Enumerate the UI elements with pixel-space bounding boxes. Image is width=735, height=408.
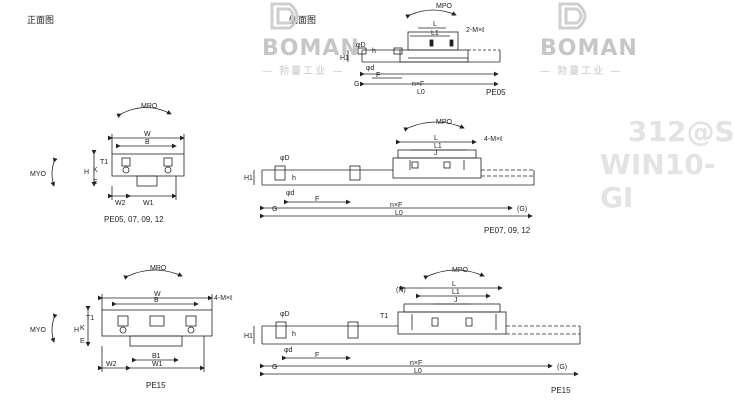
drawing-canvas: MPO 2-M×ℓ L L1 φD h H1 φd F G n×F L0 PE0…: [30, 2, 587, 395]
pe07-d-big-label: φD: [280, 155, 290, 162]
boman-logo-icon: [558, 2, 587, 30]
pe07-j-label: J: [434, 150, 438, 157]
front2-myo-label: MYO: [30, 327, 47, 334]
front2-w2-label: W2: [106, 361, 117, 368]
pe15-n-paren-label: (N): [396, 287, 406, 294]
pe15-g-paren-label: (G): [557, 364, 567, 371]
pe15-side-diagram: [253, 269, 581, 377]
pe15-side-caption: PE15: [551, 386, 571, 395]
front1-e-label: E: [93, 179, 98, 186]
front2-mro-label: MRO: [150, 265, 167, 272]
front1-myo-label: MYO: [30, 171, 47, 178]
front2-e-label: E: [80, 338, 85, 345]
pe15-front-diagram: [50, 269, 213, 372]
watermark-sub-left: — 勃蔓工业 —: [262, 66, 345, 77]
pe15-h-label: h: [292, 331, 296, 338]
front1-w2-label: W2: [115, 200, 126, 207]
pe05-h1-label: H1: [340, 55, 349, 62]
watermark-tag-2: WIN10-GI: [600, 148, 716, 214]
pe07-nxf-label: n×F: [390, 202, 402, 209]
pe05-l1-label: L1: [431, 30, 439, 37]
front2-b1-label: B1: [152, 353, 161, 360]
pe07-l-label: L: [434, 135, 438, 142]
pe07-g-paren-label: (G): [517, 206, 527, 213]
pe15-d-small-label: φd: [284, 347, 293, 354]
boman-logo-icon: [270, 2, 299, 30]
watermark-brand-right: BOMAN: [540, 36, 638, 61]
pe07-f-label: F: [315, 196, 319, 203]
pe05-nxf-label: n×F: [412, 81, 424, 88]
pe07-d-small-label: φd: [286, 190, 295, 197]
pe07-side-diagram: [253, 121, 535, 219]
front1-h-label: H: [84, 169, 89, 176]
pe05-l0-label: L0: [417, 89, 425, 96]
pe15-g-label: G: [272, 364, 277, 371]
front2-b-label: B: [154, 297, 159, 304]
pe15-l-label: L: [452, 281, 456, 288]
pe05-f-label: F: [376, 72, 380, 79]
front2-mxl-label: 4-M×ℓ: [214, 295, 233, 302]
pe07-l0-label: L0: [395, 210, 403, 217]
watermark-tag-1: 312@S: [628, 115, 735, 148]
front1-k-label: K: [93, 167, 98, 174]
pe15-l0-label: L0: [414, 368, 422, 375]
front1-t1-label: T1: [100, 159, 108, 166]
front1-caption: PE05, 07, 09, 12: [104, 215, 164, 224]
pe07-h1-label: H1: [244, 175, 253, 182]
pe05-mxl-label: 2-M×ℓ: [466, 27, 485, 34]
pe15-t1-label: T1: [380, 313, 388, 320]
pe05-side-caption: PE05: [486, 88, 506, 97]
pe15-h1-label: H1: [244, 333, 253, 340]
pe05-h-label: h: [372, 48, 376, 55]
pe05-side-diagram: [347, 9, 501, 87]
front1-w-label: W: [144, 131, 151, 138]
pe07-mxl-label: 4-M×ℓ: [484, 136, 503, 143]
front1-w1-label: W1: [143, 200, 154, 207]
watermark-sub-right: — 勃蔓工业 —: [540, 66, 623, 77]
pe15-mpo-label: MPO: [452, 267, 469, 274]
pe05-d-small-label: φd: [366, 65, 375, 72]
pe05-g-label: G: [354, 81, 359, 88]
pe05-d-big-label: φD: [356, 42, 366, 49]
pe07-l1-label: L1: [434, 143, 442, 150]
pe07-side-caption: PE07, 09, 12: [484, 226, 531, 235]
front2-h-label: H: [74, 327, 79, 334]
pe05-l-label: L: [433, 21, 437, 28]
pe07-g-label: G: [272, 206, 277, 213]
front2-k-label: K: [80, 325, 85, 332]
pe05-mpo-label: MPO: [436, 3, 453, 10]
side-view-header: 侧面图: [289, 15, 317, 25]
front2-w1-label: W1: [152, 361, 163, 368]
pe15-f-label: F: [315, 352, 319, 359]
front1-mro-label: MRO: [141, 103, 158, 110]
front1-b-label: B: [145, 139, 150, 146]
pe15-l1-label: L1: [452, 289, 460, 296]
pe07-mpo-label: MPO: [436, 119, 453, 126]
pe07-h-label: h: [292, 175, 296, 182]
pe05-front-diagram: [50, 107, 185, 200]
pe15-d-big-label: φD: [280, 311, 290, 318]
watermark-brand-left: BOMAN: [262, 36, 360, 61]
front2-t1-label: T1: [86, 315, 94, 322]
front2-w-label: W: [154, 291, 161, 298]
pe15-j-label: J: [454, 297, 458, 304]
front2-caption: PE15: [146, 381, 166, 390]
front-view-header: 正面图: [27, 15, 55, 25]
pe15-nxf-label: n×F: [410, 360, 422, 367]
